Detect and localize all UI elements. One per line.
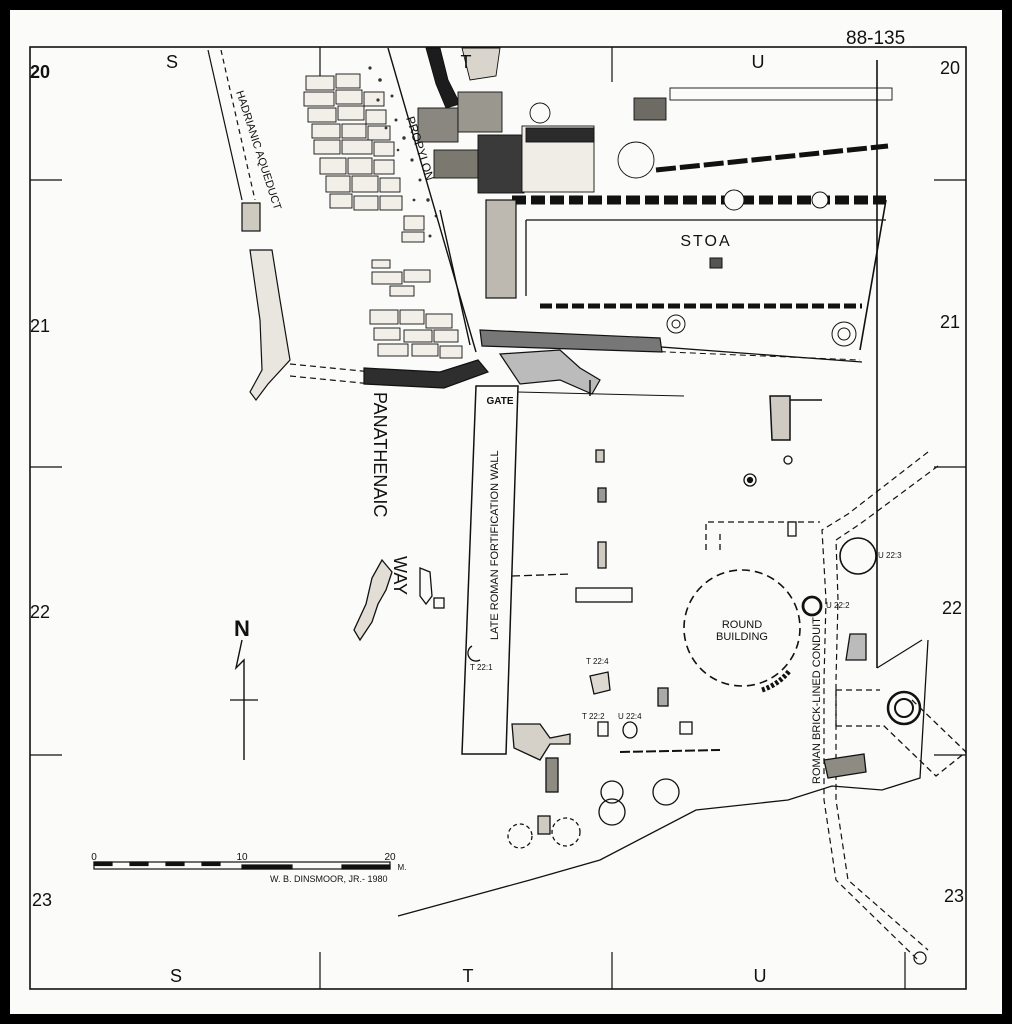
scale-tick-20: 20 [384, 852, 396, 863]
scale-tick-0: 0 [91, 852, 97, 863]
grid-letter-top-s: S [166, 52, 178, 72]
grid-number-left-21: 21 [30, 316, 50, 336]
stoa-building [485, 189, 887, 363]
deposit-u22-4: U 22:4 [618, 712, 642, 721]
grid-number-left-20: 20 [30, 62, 50, 82]
grid-number-left-23: 23 [32, 890, 52, 910]
credit-text: W. B. DINSMOOR, JR.- 1980 [270, 874, 388, 884]
grid-number-right-22: 22 [942, 598, 962, 618]
grid-letter-bottom-u: U [754, 966, 767, 986]
grid-number-right-20: 20 [940, 58, 960, 78]
grid-letter-top-u: U [752, 52, 765, 72]
catalog-number: 88-135 [846, 28, 905, 49]
map-frame [29, 46, 967, 990]
round-building [683, 569, 801, 693]
grid-letter-bottom-s: S [170, 966, 182, 986]
deposit-t22-2: T 22:2 [582, 712, 605, 721]
deposit-t22-4: T 22:4 [586, 657, 609, 666]
panathenaic-curb [363, 329, 663, 395]
label-gate: GATE [486, 396, 513, 407]
grid-letter-bottom-t: T [463, 966, 474, 986]
grid-number-left-22: 22 [30, 602, 50, 622]
label-fortification-wall: LATE ROMAN FORTIFICATION WALL [489, 450, 501, 640]
label-round-building-2: BUILDING [716, 631, 768, 643]
label-stoa: STOA [680, 233, 731, 250]
roman-conduit [821, 451, 939, 965]
scale-unit: M. [398, 863, 407, 872]
propylon-masonry [303, 73, 463, 359]
label-conduit: ROMAN BRICK-LINED CONDUIT [811, 617, 823, 784]
propylon-walls [387, 47, 477, 353]
scale-bar [93, 861, 391, 870]
deposit-t22-1: T 22:1 [470, 663, 493, 672]
label-way: WAY [390, 556, 410, 595]
scale-tick-10: 10 [236, 852, 248, 863]
hadrianic-aqueduct [207, 49, 373, 401]
north-label: N [234, 616, 250, 641]
deposit-u22-3: U 22:3 [878, 551, 902, 560]
fortification-wall [461, 380, 822, 755]
grid-number-right-21: 21 [940, 312, 960, 332]
round-building-surroundings [705, 60, 967, 777]
grid-letter-top-t: T [461, 52, 472, 72]
deposit-u22-2: U 22:2 [826, 601, 850, 610]
north-masonry [417, 47, 893, 194]
north-arrow [234, 639, 245, 760]
label-round-building-1: ROUND [722, 619, 762, 631]
south-area [353, 449, 929, 917]
grid-number-right-23: 23 [944, 886, 964, 906]
label-panathenaic: PANATHENAIC [370, 392, 390, 517]
